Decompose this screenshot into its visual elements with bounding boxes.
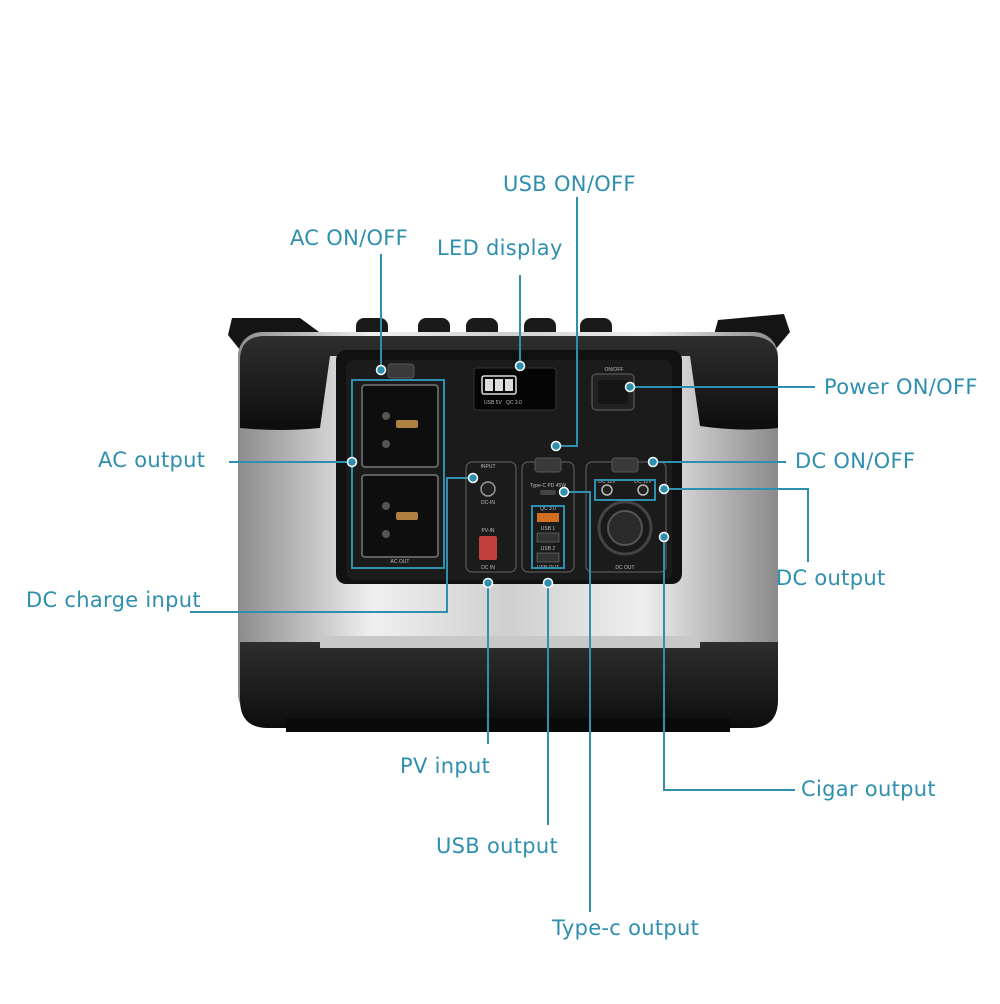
cigar-socket[interactable] xyxy=(597,500,653,556)
dc12v-b-label: DC 12V xyxy=(634,479,652,485)
ac-out-label: AC OUT xyxy=(391,559,410,565)
label-dc-on-off: DC ON/OFF xyxy=(795,449,916,473)
callout-dots xyxy=(346,360,670,589)
qc-label: QC 3.0 xyxy=(540,506,556,512)
label-dc-output: DC output xyxy=(776,566,886,590)
label-power-on-off: Power ON/OFF xyxy=(824,375,978,399)
label-usb-output: USB output xyxy=(436,834,559,858)
pv-in-port[interactable] xyxy=(479,536,497,560)
led-display: USB 5V QC 3.0 xyxy=(473,367,557,411)
usb-output-highlight xyxy=(531,505,565,569)
usb-power-button[interactable] xyxy=(534,457,562,473)
input-section xyxy=(465,461,517,573)
label-type-c-output: Type-c output xyxy=(552,916,700,940)
qc-port[interactable] xyxy=(537,513,559,522)
dc-in-label: DC IN xyxy=(481,565,495,571)
display-right-text: QC 3.0 xyxy=(506,400,522,406)
type-c-port[interactable] xyxy=(540,490,556,495)
type-c-label: Type-C PD 45W xyxy=(530,483,566,489)
dc-power-button[interactable] xyxy=(611,457,639,473)
ac-outlet-top[interactable] xyxy=(361,384,439,468)
dc-port-left[interactable] xyxy=(601,484,613,496)
label-ac-output: AC output xyxy=(98,448,206,472)
label-pv-input: PV input xyxy=(400,754,491,778)
label-ac-on-off: AC ON/OFF xyxy=(290,226,409,250)
display-left-text: USB 5V xyxy=(484,400,502,406)
label-dc-charge-input: DC charge input xyxy=(26,588,201,612)
label-cigar-output: Cigar output xyxy=(801,777,936,801)
label-led-display: LED display xyxy=(437,236,563,260)
leader-dc-output xyxy=(664,488,809,562)
ac-outlet-bottom[interactable] xyxy=(361,474,439,558)
ac-output-highlight xyxy=(351,379,445,569)
leader-dc-charge-input xyxy=(190,477,473,613)
pv-in-label: PV-IN xyxy=(481,528,494,534)
label-usb-on-off: USB ON/OFF xyxy=(503,172,636,196)
bottom-black-band xyxy=(240,642,778,728)
usb1-label: USB 1 xyxy=(541,526,556,532)
dc-in-port-label: DC-IN xyxy=(481,500,495,506)
ac-power-button[interactable] xyxy=(387,363,415,379)
leader-type-c-output xyxy=(564,491,591,912)
dc-output-highlight xyxy=(594,479,656,501)
callout-lines xyxy=(190,197,815,912)
usb1-port[interactable] xyxy=(536,532,560,543)
usb2-port[interactable] xyxy=(536,552,560,563)
input-label: INPUT xyxy=(481,464,496,470)
dc-in-port[interactable] xyxy=(480,481,496,497)
dc-port-right[interactable] xyxy=(637,484,649,496)
base-grille xyxy=(286,718,730,732)
leader-cigar-output xyxy=(663,537,795,791)
dc12v-a-label: DC 12V xyxy=(598,479,616,485)
dc-out-label: DC OUT xyxy=(615,565,634,571)
leader-usb-on-off xyxy=(556,197,578,447)
usb2-label: USB 2 xyxy=(541,546,556,552)
on-off-label: ON/OFF xyxy=(605,367,624,373)
